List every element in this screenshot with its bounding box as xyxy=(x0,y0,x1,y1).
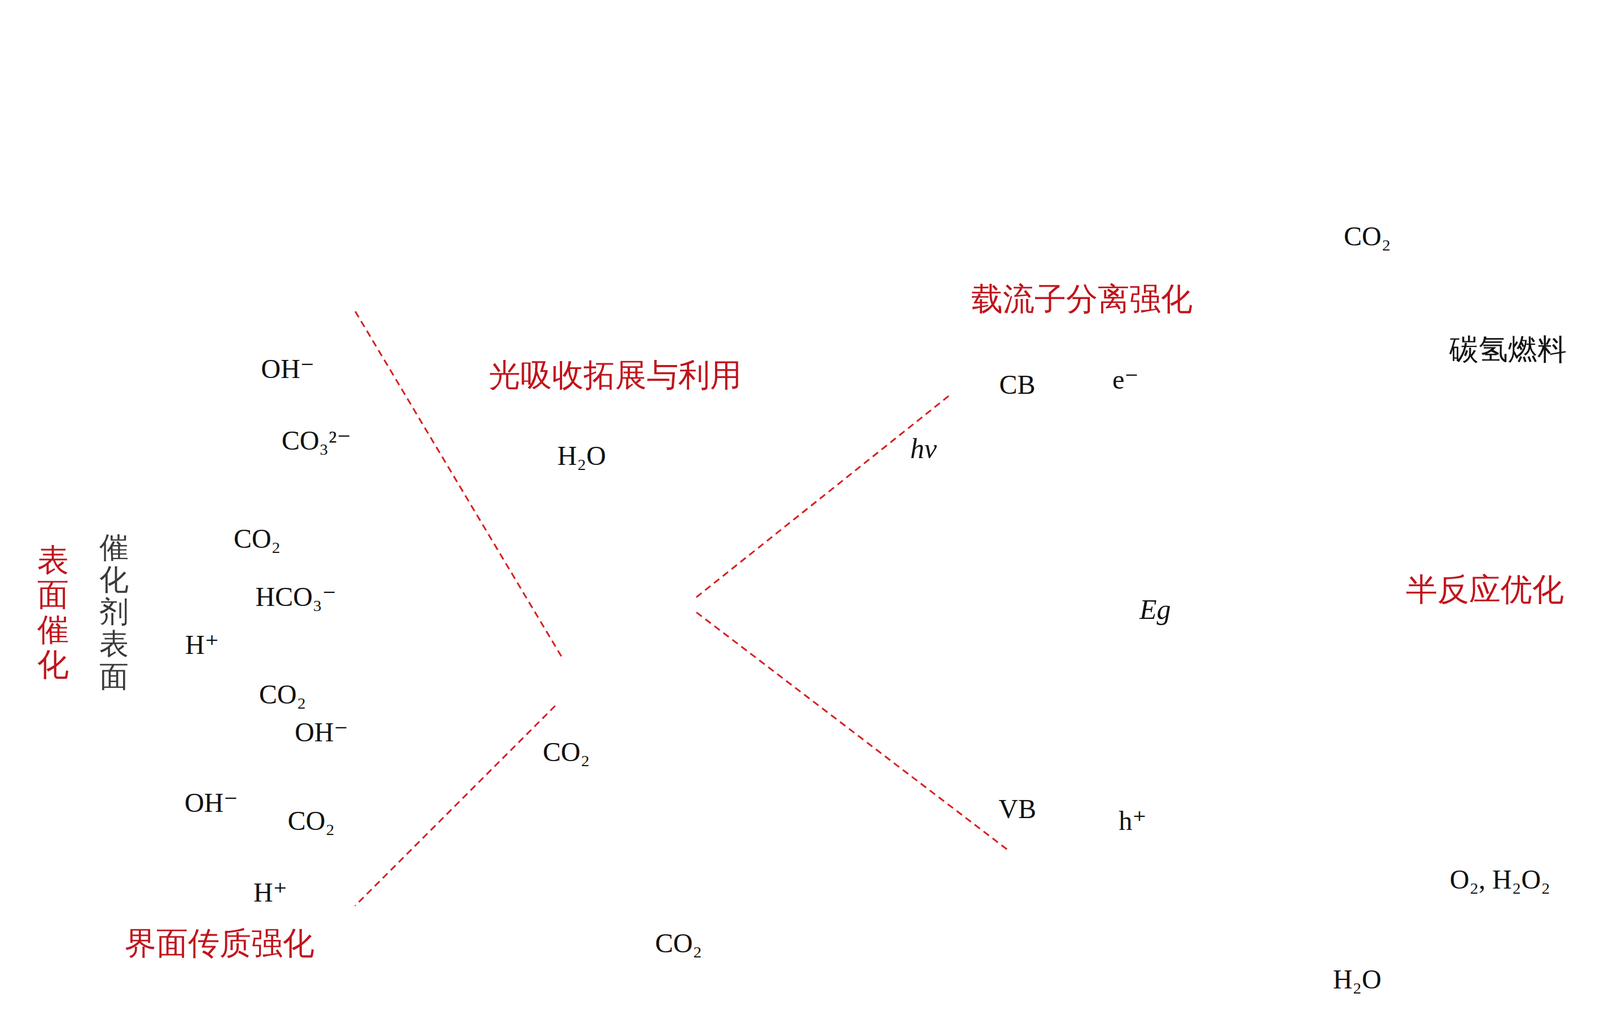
product-label: O₂, H₂O₂ xyxy=(1449,864,1551,896)
reactor-cylinder-shape xyxy=(515,400,752,880)
ion-label: OH⁻ xyxy=(294,717,349,749)
sun-glow xyxy=(500,35,705,240)
zoom-circle xyxy=(675,593,699,617)
catalyst-particle-dot xyxy=(680,598,694,612)
sun xyxy=(540,76,664,200)
surface-site xyxy=(129,534,153,558)
surface-site xyxy=(120,755,145,780)
carrier-label: e⁻ xyxy=(1112,364,1139,396)
hole-transfer-arrow xyxy=(1156,824,1323,878)
surface-site xyxy=(178,871,199,892)
zoom-connector xyxy=(354,310,561,906)
molecule-label: CO₂ xyxy=(259,679,306,711)
ion-label: H⁺ xyxy=(253,877,288,909)
ion-label: OH⁻ xyxy=(261,353,315,385)
surface-site xyxy=(283,475,309,501)
zoom-circle xyxy=(546,652,608,714)
valence-band xyxy=(940,777,1299,786)
light-bolt xyxy=(567,242,607,353)
catalyst-particle-dot xyxy=(658,776,671,789)
surface-site xyxy=(161,613,185,637)
ion-label: H⁺ xyxy=(185,629,219,661)
reactor-bottom xyxy=(521,836,747,874)
reactor-body xyxy=(517,396,751,880)
ion-label: CO₃²⁻ xyxy=(281,424,352,457)
section-heading: 光吸收拓展与利用 xyxy=(488,357,742,394)
co2-bubble xyxy=(597,494,628,526)
section-heading: 表面催化 xyxy=(37,542,69,682)
molecule-label: CO₂ xyxy=(233,523,281,555)
section-heading: 界面传质强化 xyxy=(124,925,315,962)
section-heading: 载流子分离强化 xyxy=(971,281,1193,318)
band-gap-arrowhead xyxy=(1106,434,1133,466)
section-heading: 半反应优化 xyxy=(1405,571,1564,608)
co2-bubble xyxy=(679,482,710,514)
catalyst-particle-dot xyxy=(583,511,596,524)
ion-label: HCO₃⁻ xyxy=(255,581,337,613)
co2-bubble xyxy=(669,776,709,816)
catalyst-particle-dot xyxy=(680,744,694,758)
co2-bubble xyxy=(578,558,622,602)
photon-arrow xyxy=(897,479,1060,623)
gas-bubble xyxy=(282,838,316,872)
zoom-connector xyxy=(696,396,1011,853)
catalyst-particle xyxy=(862,367,1373,878)
surface-site xyxy=(235,354,261,380)
catalyst-particle-dot xyxy=(704,794,718,808)
reactor-top xyxy=(517,399,751,428)
gas-bubble xyxy=(174,550,199,576)
optimization-arrow xyxy=(1362,372,1485,551)
surface-label: 催化剂表面 xyxy=(99,531,129,694)
electron-transfer-arrow xyxy=(1155,332,1323,384)
feed-arrow xyxy=(603,862,647,978)
light-bolt xyxy=(612,250,652,361)
co2-bubble xyxy=(566,668,598,699)
catalyst-surface-panel: 表面催化催化剂表面OH⁻CO₃²⁻CO₂HCO₃⁻H⁺CO₂OH⁻OH⁻CO₂H… xyxy=(86,310,356,906)
feed-gas-label: CO₂ xyxy=(655,928,703,960)
surface-site xyxy=(202,836,227,862)
catalyst-particle-dot xyxy=(672,510,686,523)
molecule-label: CO₂ xyxy=(542,736,590,768)
surface-site xyxy=(225,671,251,696)
catalyst-particle-dot xyxy=(557,688,570,701)
reactor-cylinder: 光吸收拓展与利用H₂OCO₂ xyxy=(515,400,752,880)
catalyst-particle-dot xyxy=(593,789,607,802)
photocatalyst-particle: 载流子分离强化CBe⁻hνEgVBh⁺ xyxy=(862,367,1373,878)
reactant-label: H₂O xyxy=(1333,963,1382,995)
photon-label: hν xyxy=(910,432,937,466)
band-label: VB xyxy=(998,793,1037,825)
product-label: 碳氢燃料 xyxy=(1449,332,1567,367)
catalyst-particle-dot xyxy=(699,685,712,699)
reactant-label: CO₂ xyxy=(1343,221,1391,253)
reduction-arrow xyxy=(1329,262,1407,349)
photocatalyst-particle-shape xyxy=(862,367,1373,878)
carrier-label: h⁺ xyxy=(1118,805,1147,837)
band-label: CB xyxy=(999,369,1036,401)
catalyst-particle-dot xyxy=(667,655,680,668)
conduction-band xyxy=(940,411,1299,420)
gas-bubble xyxy=(316,329,341,354)
ion-label: OH⁻ xyxy=(184,787,239,819)
light-bolt xyxy=(647,236,687,347)
catalyst-particle-dot xyxy=(613,711,626,724)
molecule-label: CO₂ xyxy=(287,805,335,837)
catalyst-particle-dot xyxy=(588,602,602,615)
molecule-label: H₂O xyxy=(557,440,607,472)
surface-site xyxy=(223,415,251,442)
oxidation-arrow xyxy=(1318,865,1404,951)
gas-bubble xyxy=(253,640,287,673)
optimization-arrow xyxy=(1362,630,1485,839)
electrolyte-region xyxy=(86,310,356,906)
band-gap-arrow xyxy=(1115,459,1124,764)
co2-bubble xyxy=(647,655,679,686)
band-gap-label: Eg xyxy=(1139,593,1172,627)
